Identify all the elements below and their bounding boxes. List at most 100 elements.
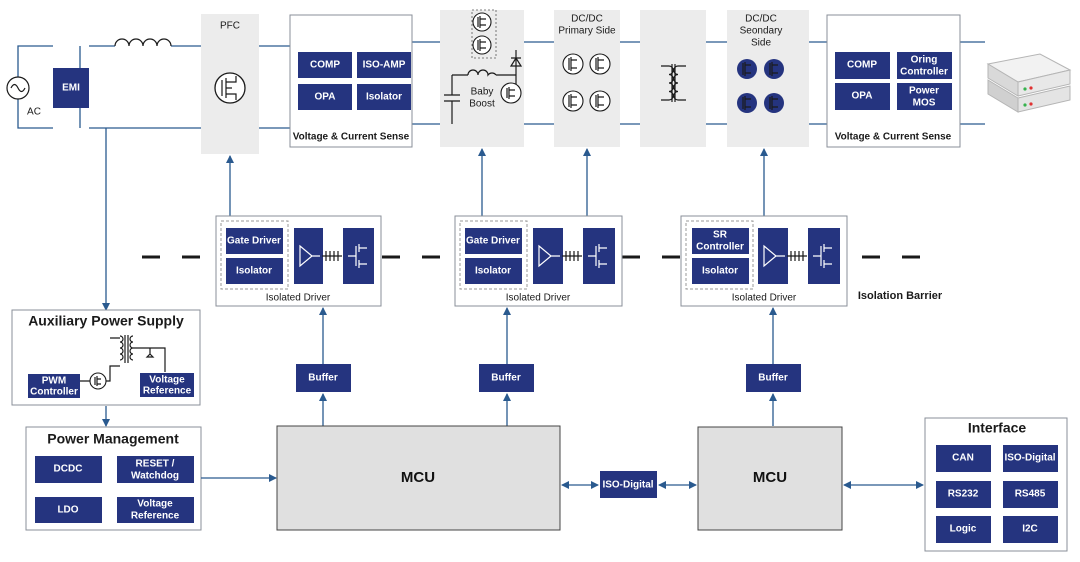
pm-title: Power Management [47,431,179,447]
interface-title: Interface [968,420,1027,436]
sense-panel-2: COMP Oring Controller OPA Power MOS Volt… [826,14,961,148]
isolated-driver-1: Gate Driver Isolator Isolated Driver [215,215,382,307]
driver3-sr-line2: Controller [696,242,744,253]
driver2-gate-driver-block [465,228,522,254]
sense-panel-1: COMP ISO-AMP OPA Isolator Voltage & Curr… [289,14,413,148]
driver1-isolator-block [226,258,283,284]
sense2-caption: Voltage & Current Sense [835,132,952,143]
sense2-powermos-line1: Power [909,86,939,97]
interface-rs485-label: RS485 [1015,489,1046,500]
pm-ldo-block [35,497,102,523]
dcdc-primary-panel [554,10,620,147]
sense2-comp-block [835,52,890,79]
interface-logic-label: Logic [950,524,977,535]
ac-source: AC [6,76,41,118]
boost-capacitor-icon [444,75,460,124]
interface-can-label: CAN [952,453,974,464]
boost-inductor-icon [467,69,497,77]
aux-vref-line1: Voltage [149,375,185,386]
isolation-barrier-label: Isolation Barrier [858,290,943,302]
sense1-isolator-label: Isolator [366,92,402,103]
dcdc-secondary-title-3: Side [751,38,771,49]
interface-isodigital-block [1003,445,1058,472]
iso-digital-label: ISO-Digital [602,480,653,491]
aux-switch-icon [89,372,107,390]
driver3-sr-controller-block [692,228,749,254]
buffer-1-label: Buffer [308,373,338,384]
power-rails [17,41,985,311]
boost-switch-icon-3 [500,82,522,104]
aux-pwm-block [28,374,80,398]
sense1-comp-label: COMP [310,60,340,71]
sense1-isolator-block [357,84,411,110]
sense2-powermos-line2: MOS [913,98,936,109]
sense2-oring-line1: Oring [911,55,938,66]
driver1-gate-driver-block [226,228,283,254]
power-management: Power Management DCDC RESET / Watchdog L… [25,426,202,531]
driver3-caption: Isolated Driver [732,293,797,304]
emi-label: EMI [62,83,80,94]
aux-vref-block [140,373,194,397]
aux-pwm-line2: Controller [30,387,78,398]
pm-vref-block [117,497,194,523]
dcdc-primary-title-2: Primary Side [558,26,616,37]
boost-circuit: Baby Boost [444,9,523,124]
isolated-driver-3: SR Controller Isolator Isolated Driver [680,215,848,307]
driver1-gate-driver-label: Gate Driver [227,236,281,247]
boost-panel [440,10,524,147]
interface-panel: Interface CAN ISO-Digital RS232 RS485 Lo… [924,417,1068,552]
auxiliary-power-supply: Auxiliary Power Supply PWM Controller Vo… [11,309,201,406]
aux-pwm-line1: PWM [42,376,66,387]
sense1-caption: Voltage & Current Sense [293,132,410,143]
boost-switch-icon-2 [472,35,492,55]
aux-transformer-icon [110,335,166,372]
inductor-icon [114,38,172,47]
sense1-isoamp-label: ISO-AMP [363,60,406,71]
dcdc-secondary-panel [727,10,809,147]
interface-isodigital-label: ISO-Digital [1004,453,1055,464]
sense1-comp-block [298,52,352,78]
mcu-left-label: MCU [401,469,435,486]
dcdc-secondary-title-1: DC/DC [745,14,777,25]
pm-ldo-label: LDO [57,505,78,516]
primary-mosfet-bridge [562,53,611,112]
pm-vref-line2: Reference [131,511,180,522]
mcu-left: MCU [276,425,561,531]
iso-digital-link: ISO-Digital [600,471,657,498]
isolated-driver-2: Gate Driver Isolator Isolated Driver [454,215,623,307]
aux-vref-line2: Reference [143,386,192,397]
sense2-powermos-block [897,83,952,110]
pm-reset-line2: Watchdog [131,471,179,482]
sense2-opa-label: OPA [852,91,873,102]
pm-dcdc-block [35,456,102,483]
sense1-isoamp-block [357,52,411,78]
driver3-isolator-label: Isolator [702,266,738,277]
buffer-3-label: Buffer [758,373,788,384]
mcu-right-label: MCU [753,469,787,486]
interface-can-block [936,445,991,472]
driver3-sr-line1: SR [713,230,728,241]
pfc-title: PFC [220,21,240,32]
emi-filter: EMI [53,68,89,108]
sense2-oring-line2: Controller [900,67,948,78]
buffer-2: Buffer [479,307,534,426]
pm-dcdc-label: DCDC [54,464,83,475]
driver3-isolator-block [692,258,749,284]
buffer-3: Buffer [746,307,801,426]
buffer-1: Buffer [296,307,351,426]
interface-rs232-block [936,481,991,508]
ac-label: AC [27,107,41,118]
aux-title: Auxiliary Power Supply [28,313,184,329]
server-icon [986,53,1072,113]
boost-switch-icon-1 [472,12,492,32]
pm-vref-line1: Voltage [137,499,173,510]
driver2-isolator-block [465,258,522,284]
sense2-comp-label: COMP [847,60,877,71]
dcdc-secondary-title-2: Seondary [740,26,783,37]
mcu-right: MCU [697,426,843,531]
pfc-mosfet-icon [214,72,246,104]
driver2-gate-driver-label: Gate Driver [466,236,520,247]
interface-rs485-block [1003,481,1058,508]
driver-to-stage-arrows [226,148,768,216]
